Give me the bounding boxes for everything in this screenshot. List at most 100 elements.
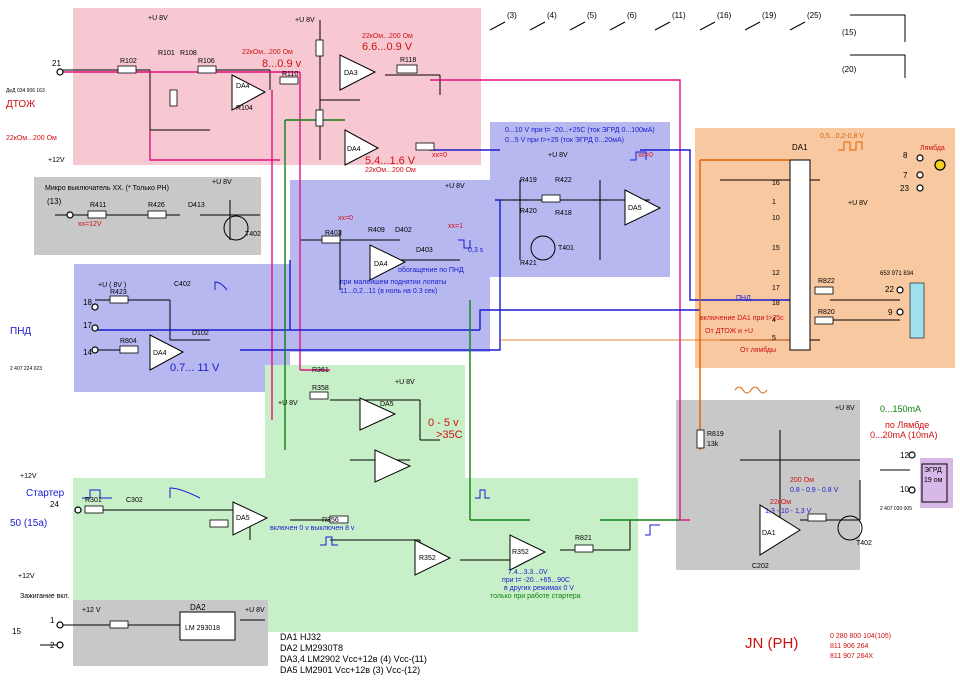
pink-xx0: xx=0 [432,152,447,159]
part-r102: R102 [120,58,137,65]
green-start-note: только при работе стартера [490,592,581,600]
egrd-v-a: 1,3 - 10 - 1,3 V [765,508,812,515]
part-da4-b: DA4 [347,146,361,153]
da1-pin-18: 18 [772,300,780,307]
pink-voltage-top: 6.6...0.9 V [362,41,413,53]
egrd-res-22k: 22кОм [770,499,791,506]
op-amps [149,54,801,576]
ic-list-3: DA3,4 LM2902 Vcc+12в (4) Vcc-(11) [280,654,427,664]
pin-11: (11) [672,11,686,20]
egrd-lambda-current: 0...20mA (10mA) [870,430,938,440]
lift-values: 11...0,2...11 (в ноль на 0.3 сек) [340,288,437,295]
part-r422: R422 [555,177,572,184]
page-title: JN (PH) [745,635,798,652]
da2-chip [179,611,236,641]
micro-switch-note: Микро выключатель ХХ. (* Только РН) [45,185,169,192]
part-da5-g1: DA5 [380,401,394,408]
pink-zone [73,8,481,165]
part-r821: R821 [575,535,592,542]
pin-7: 7 [903,171,908,180]
part-d403: D403 [416,247,433,254]
part-da4-pnd: DA4 [153,350,167,357]
green-temp-range: при t= -20...+65...90С [502,577,570,584]
part-number-1: 0 280 800 104(105) [830,633,891,640]
green-supply: +U 8V [395,379,415,386]
resistors [84,39,834,629]
part-r110: R110 [282,71,298,78]
da1-label: DA1 [792,143,808,152]
enrich-note: обогащение по ПНД [398,266,464,274]
pink-range-mid: 22кОм...200 Ом [242,49,293,56]
part-da3-g2: R352 [512,549,529,556]
da1-pin-15: 15 [772,245,780,252]
pin-16: (16) [717,11,732,20]
part-r426: R426 [148,202,165,209]
opamp-da4-pnd [149,334,185,371]
ic-list-1: DA1 HJ32 [280,632,321,642]
part-r423: R423 [110,289,127,296]
opamp-da3-g [414,539,452,576]
opamp-da5-g2 [374,449,412,483]
lambda-signal: 0,5...0,2-0,8 V [820,133,864,140]
green-voltage-range: 7.4...3.3...0V [508,569,548,576]
ignition-supply-in: +12 V [82,607,101,614]
part-number-3: 811 907 264X [830,653,873,660]
green-mode-note: в других режимах 0 V [504,585,574,592]
part-r104: R104 [236,105,253,112]
part-t401: T401 [558,245,574,252]
part-da1-egrd: DA1 [762,530,776,537]
opamp-da3-g2 [509,534,547,571]
pin-24: 24 [50,500,59,509]
dtozh-range: 22кОм...200 Ом [6,135,57,142]
egrd-v-b: 0.8 - 0.9 - 0.8 V [790,487,839,494]
egrd-current: 0...150mA [880,404,921,414]
pin-9: 9 [888,308,893,317]
egrd-r819v: 13k [707,441,719,448]
pin-14: 14 [83,348,92,357]
pin-4: (4) [547,11,557,20]
part-da3-g: R352 [419,555,436,562]
relay-part: 653 971 834 [880,271,914,277]
pin-13: (13) [47,197,62,206]
da1-pin-5: 5 [772,335,776,342]
pink-supply: +U 8V [148,15,168,22]
part-number-2: 811 906 264 [830,643,869,650]
pin-15-top: (15) [842,28,857,37]
part-d413: D413 [188,202,205,209]
opamp-da1-egrd [759,504,801,556]
pnd-supply: +U ( 8V ) [98,282,126,289]
egrd-part: 2 407 030 005 [880,506,912,512]
opamp-da4-mid [369,244,407,281]
blue-mid-xx1: xx=1 [448,223,463,230]
green-supply-b: +U 8V [278,400,298,407]
pin-6: (6) [627,11,637,20]
pin-3: (3) [507,11,517,20]
signal-wires [60,71,790,521]
part-da3-a: DA3 [344,70,358,77]
part-r403: R403 [325,230,342,237]
transistor-t401 [530,235,556,261]
blue-note2: 0...5 V при t>+25 (ток ЭГРД 0...20мА) [505,137,624,144]
top-switches [489,14,906,78]
pin-21: 21 [52,59,61,68]
blue-mid-supply: +U 8V [445,183,465,190]
part-t402-gray: T402 [245,231,261,238]
pnd-part: 2 407 224 023 [10,366,42,372]
da1-enable-note: включение DA1 при t>25c [700,315,784,322]
pnd-voltage: 0.7... 11 V [170,362,220,374]
pin-22: 22 [885,285,894,294]
da1-pin-17: 17 [772,285,780,292]
da1-pin-10: 10 [772,215,780,222]
green-out-temp: >35С [436,429,463,441]
orange-pnd-arrow: ПНД [736,295,751,302]
pin-25: (25) [807,11,822,20]
part-r420: R420 [520,208,537,215]
da1-pin-1: 1 [772,199,776,206]
blue-top-supply: +U 8V [548,152,568,159]
part-r409: R409 [368,227,385,234]
part-r419: R419 [520,177,537,184]
pink-range-top: 22кОм...200 Ом [362,33,413,40]
part-da4-a: DA4 [236,83,250,90]
